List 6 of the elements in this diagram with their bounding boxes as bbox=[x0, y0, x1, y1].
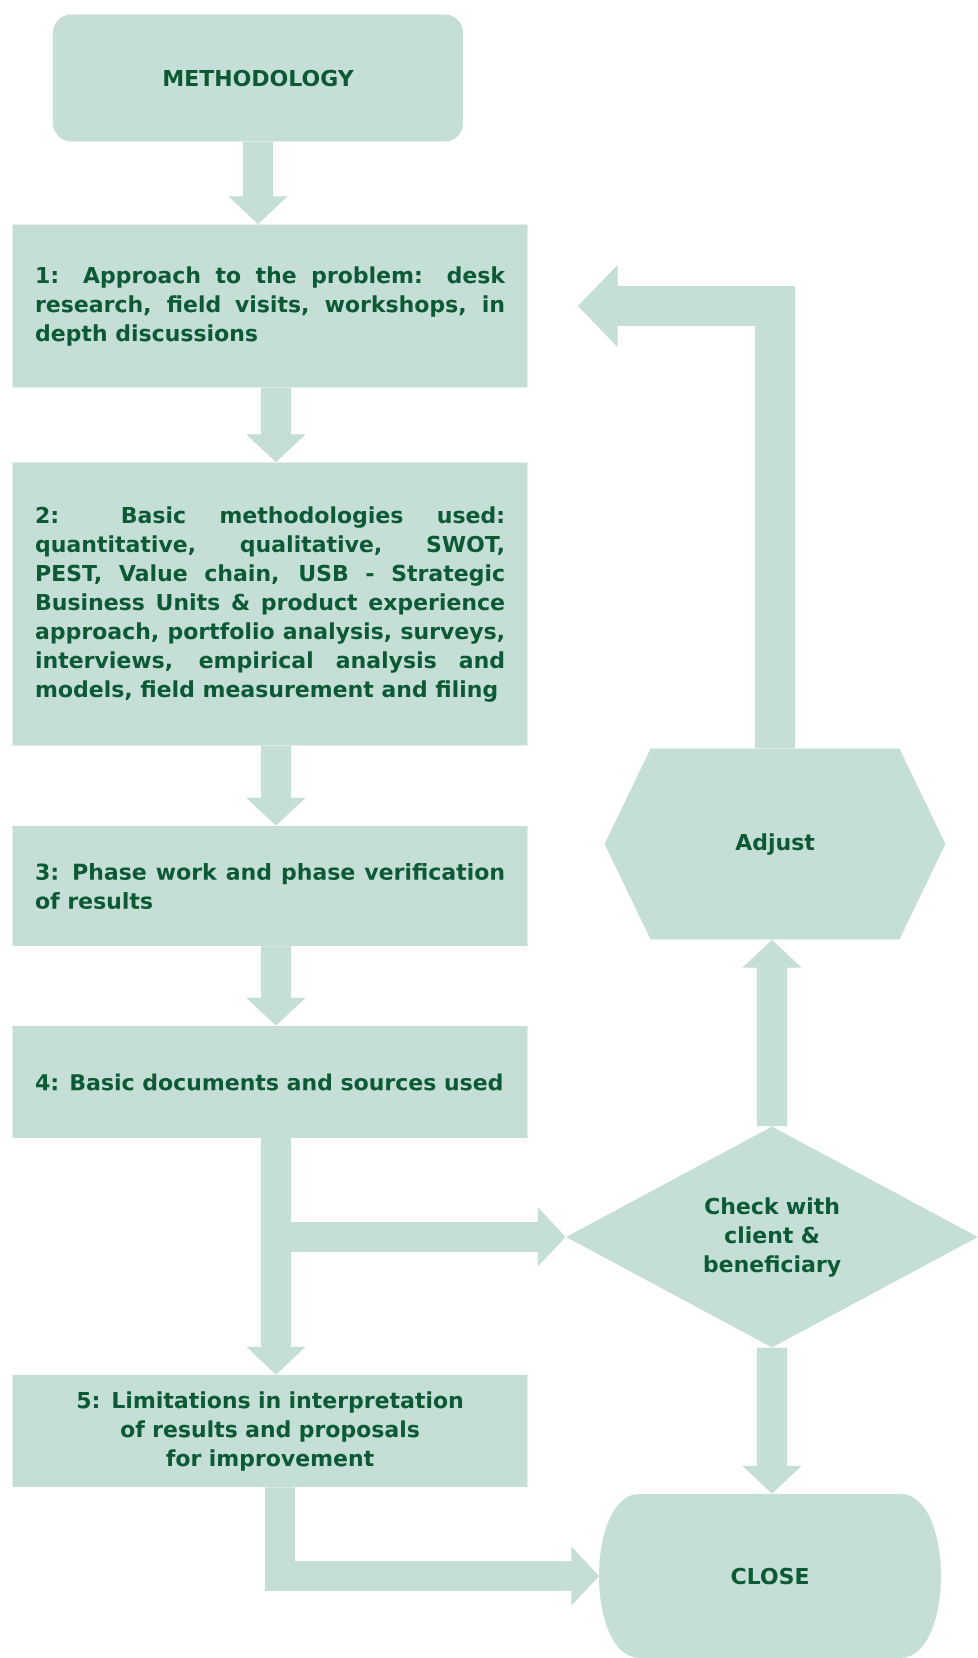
process-box: 1: Approach to the problem: desk research, field visits, workshops, in depth discussions bbox=[12, 224, 528, 388]
process-box: 4: Basic documents and sources used bbox=[12, 1026, 528, 1138]
process-box: 3: Phase work and phase verification of results bbox=[12, 826, 528, 946]
process-box: 5: Limitations in interpretation of results and proposals for improvement bbox=[12, 1375, 528, 1487]
process-box: 2: Basic methodologies used: quantitative, qualitative, SWOT, PEST, Value chain, USB - Strategic Business Units & product experience approach, portfolio analysis, surveys, interviews, empirical analysis and models, field measurement and filing bbox=[12, 462, 528, 746]
start-box: METHODOLOGY bbox=[53, 14, 463, 142]
